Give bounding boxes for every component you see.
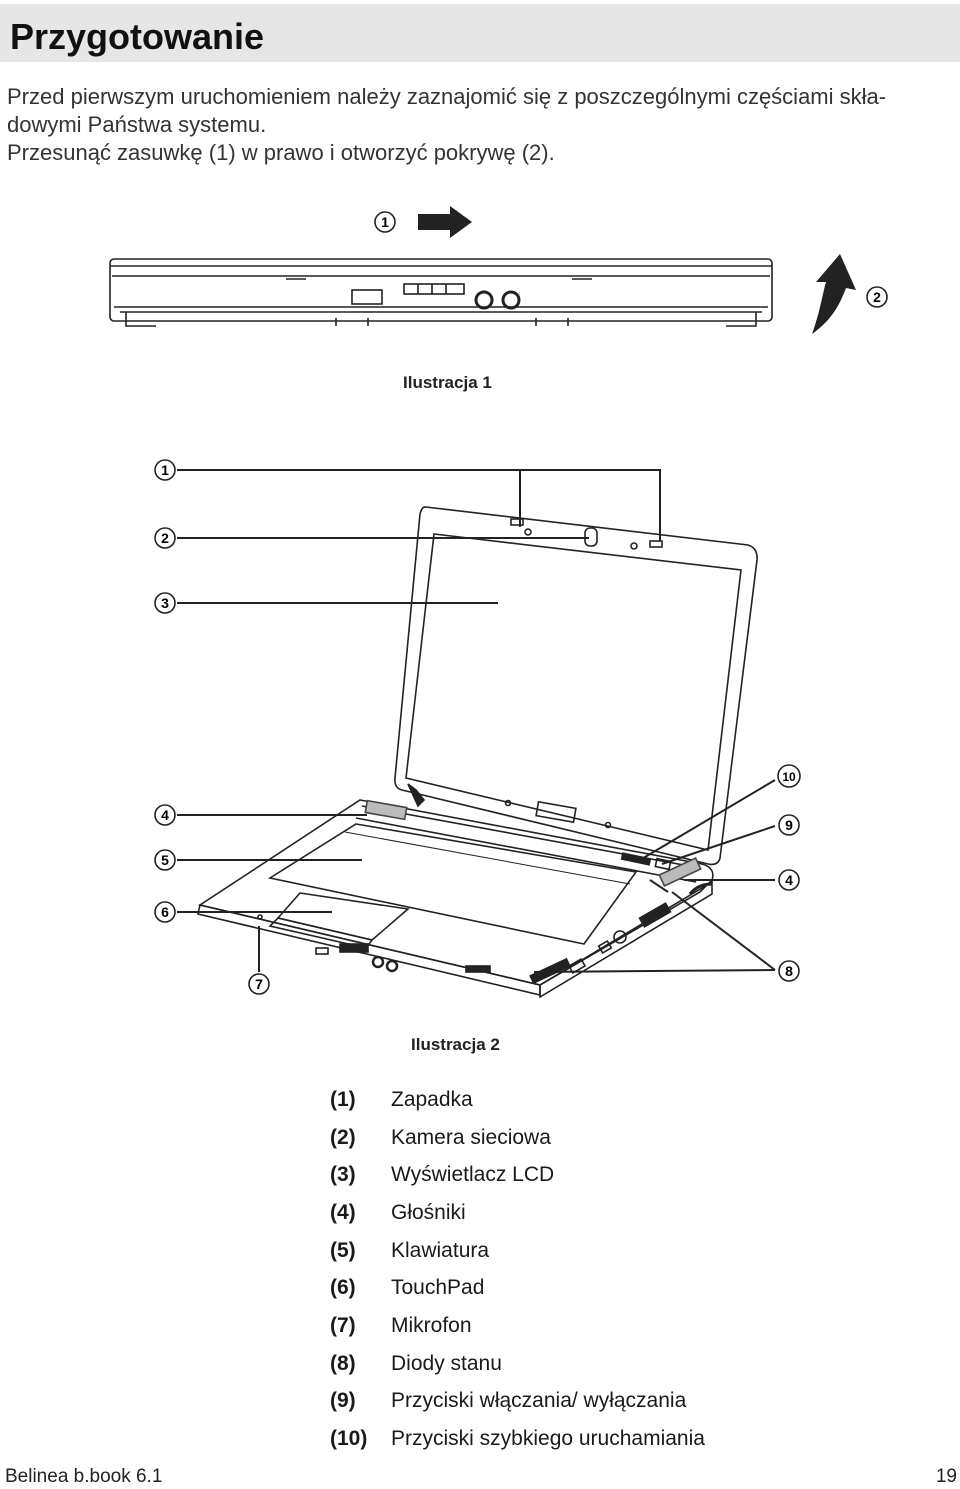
marker-circle: 5 [154, 849, 176, 871]
arrow-right-icon [418, 206, 472, 238]
illustrations: 1 2 1 2 3 4 5 6 [109, 206, 888, 999]
arrow-up-icon [812, 254, 856, 334]
legend-number: (7) [330, 1313, 356, 1337]
intro-text: Przed pierwszym uruchomieniem należy zaz… [7, 83, 955, 167]
legend-label: Diody stanu [391, 1351, 502, 1375]
marker-circle: 3 [154, 592, 176, 614]
legend-label: Mikrofon [391, 1313, 472, 1337]
svg-text:1: 1 [161, 462, 169, 478]
legend-label: TouchPad [391, 1276, 485, 1300]
legend-label: Głośniki [391, 1200, 466, 1224]
svg-text:6: 6 [161, 904, 169, 920]
page-number: 19 [935, 1466, 957, 1487]
svg-text:5: 5 [161, 852, 169, 868]
marker-circle: 7 [248, 973, 270, 995]
legend-row: (9) Przyciski włączania/ wyłączania [330, 1383, 930, 1421]
legend-number: (5) [330, 1238, 356, 1262]
marker-circle: 2 [154, 527, 176, 549]
legend-number: (2) [330, 1125, 356, 1149]
page-title: Przygotowanie [10, 16, 265, 57]
marker-circle: 1 [374, 211, 396, 233]
marker-circle: 1 [154, 459, 176, 481]
callout-markers: 1 2 1 2 3 4 5 6 [154, 211, 888, 995]
svg-text:2: 2 [873, 289, 881, 305]
marker-circle: 8 [778, 960, 800, 982]
footer-book-title: Belinea b.book 6.1 [5, 1466, 163, 1487]
legend-row: (7) Mikrofon [330, 1307, 930, 1345]
title-bar: Przygotowanie [0, 4, 960, 62]
marker-circle: 4 [154, 804, 176, 826]
svg-text:4: 4 [785, 872, 793, 888]
legend-row: (6) TouchPad [330, 1269, 930, 1307]
figure2-caption: Ilustracja 2 [411, 1035, 500, 1054]
closed-laptop-drawing [109, 258, 773, 327]
legend-number: (8) [330, 1351, 356, 1375]
legend-label: Zapadka [391, 1087, 473, 1111]
legend-row: (10) Przyciski szybkiego uruchamiania [330, 1420, 930, 1458]
legend-label: Przyciski włączania/ wyłączania [391, 1389, 687, 1413]
svg-text:1: 1 [381, 214, 389, 230]
legend-row: (4) Głośniki [330, 1194, 930, 1232]
callout-lines [177, 469, 776, 973]
marker-circle: 9 [778, 814, 800, 836]
legend-row: (3) Wyświetlacz LCD [330, 1156, 930, 1194]
figure1-caption: Ilustracja 1 [403, 373, 492, 392]
legend-number: (4) [330, 1200, 356, 1224]
legend-number: (1) [330, 1087, 356, 1111]
marker-circle: 4 [778, 869, 800, 891]
svg-text:3: 3 [161, 595, 169, 611]
legend-list: (1) Zapadka (2) Kamera sieciowa (3) Wyświetla… [330, 1081, 930, 1458]
legend-number: (6) [330, 1276, 356, 1300]
svg-text:7: 7 [255, 976, 263, 992]
legend-label: Klawiatura [391, 1238, 490, 1262]
legend-number: (9) [330, 1389, 356, 1413]
svg-text:4: 4 [161, 807, 169, 823]
legend-label: Wyświetlacz LCD [391, 1163, 555, 1187]
svg-text:10: 10 [782, 770, 796, 784]
svg-text:9: 9 [785, 817, 793, 833]
legend-label: Kamera sieciowa [391, 1125, 551, 1149]
legend-row: (8) Diody stanu [330, 1345, 930, 1383]
svg-text:8: 8 [785, 963, 793, 979]
legend-row: (1) Zapadka [330, 1081, 930, 1119]
legend-row: (5) Klawiatura [330, 1232, 930, 1270]
legend-number: (3) [330, 1163, 356, 1187]
marker-circle: 6 [154, 901, 176, 923]
legend-number: (10) [330, 1427, 368, 1451]
legend-row: (2) Kamera sieciowa [330, 1119, 930, 1157]
open-laptop-drawing [197, 506, 758, 999]
svg-text:2: 2 [161, 530, 169, 546]
marker-circle: 2 [866, 286, 888, 308]
marker-circle: 10 [777, 764, 801, 788]
legend-label: Przyciski szybkiego uruchamiania [391, 1427, 705, 1451]
intro-line: dowymi Państwa systemu. [7, 112, 267, 137]
intro-line: Przesunąć zasuwkę (1) w prawo i otworzyć… [7, 140, 555, 165]
intro-line: Przed pierwszym uruchomieniem należy zaz… [7, 84, 887, 109]
